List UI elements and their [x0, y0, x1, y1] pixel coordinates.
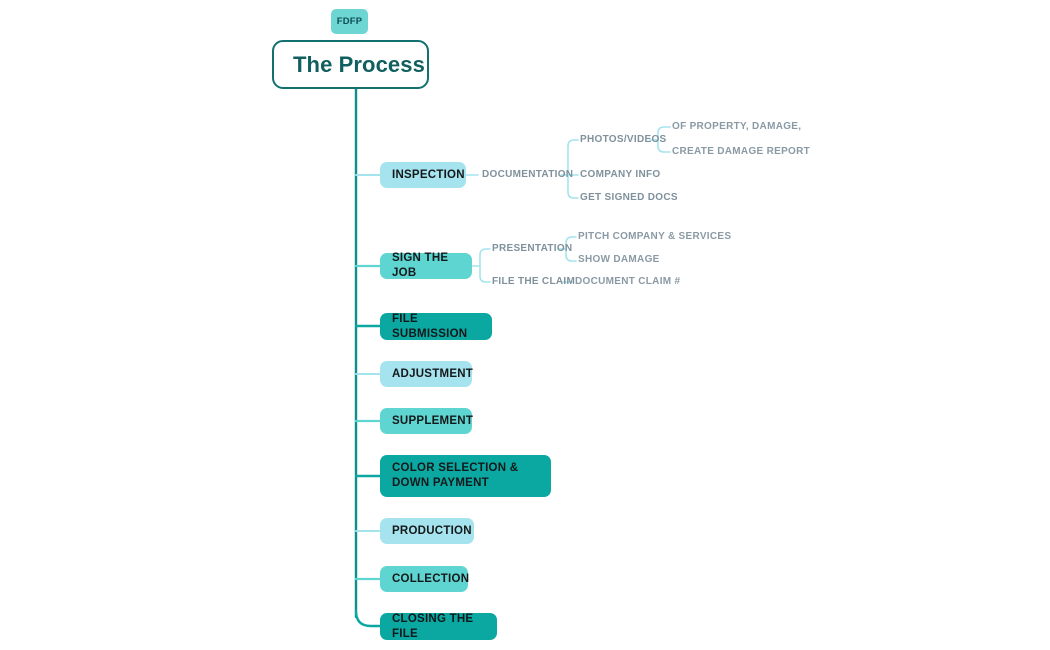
node-production[interactable]: PRODUCTION — [380, 518, 474, 544]
node-closing-the-file[interactable]: CLOSING THE FILE — [380, 613, 497, 640]
sub-show-damage[interactable]: SHOW DAMAGE — [578, 254, 660, 265]
node-file-submission[interactable]: FILE SUBMISSION — [380, 313, 492, 340]
node-production-label: PRODUCTION — [392, 524, 472, 537]
sub-presentation[interactable]: PRESENTATION — [492, 243, 573, 254]
node-inspection-label: INSPECTION — [392, 168, 465, 181]
node-color-selection-down-payment-label: COLOR SELECTION & DOWN PAYMENT — [392, 462, 519, 489]
connector-signthejob-branch-down — [479, 265, 491, 283]
node-supplement-label: SUPPLEMENT — [392, 414, 474, 427]
node-file-submission-label: FILE SUBMISSION — [392, 312, 468, 340]
sub-document-claim-number[interactable]: DOCUMENT CLAIM # — [575, 276, 681, 287]
sub-company-info[interactable]: COMPANY INFO — [580, 169, 661, 180]
sub-documentation[interactable]: DOCUMENTATION — [482, 169, 574, 180]
root-badge[interactable]: FDFP — [331, 9, 368, 34]
node-sign-the-job-label: SIGN THE JOB — [392, 252, 449, 279]
node-inspection[interactable]: INSPECTION — [380, 162, 466, 188]
sub-get-signed-docs[interactable]: GET SIGNED DOCS — [580, 192, 678, 203]
node-sign-the-job[interactable]: SIGN THE JOB — [380, 252, 472, 279]
sub-pitch-company-services[interactable]: PITCH COMPANY & SERVICES — [578, 231, 732, 242]
node-adjustment[interactable]: ADJUSTMENT — [380, 361, 474, 387]
connector-signthejob-branch-up — [479, 248, 491, 267]
node-adjustment-label: ADJUSTMENT — [392, 367, 474, 380]
sub-of-property-damage[interactable]: OF PROPERTY, DAMAGE, — [672, 121, 802, 132]
node-collection[interactable]: COLLECTION — [380, 566, 470, 592]
root-node-title[interactable]: The Process — [272, 40, 429, 89]
sub-photos-videos[interactable]: PHOTOS/VIDEOS — [580, 134, 667, 145]
node-supplement[interactable]: SUPPLEMENT — [380, 408, 474, 434]
sub-file-the-claim[interactable]: FILE THE CLAIM — [492, 276, 576, 287]
node-color-selection-down-payment[interactable]: COLOR SELECTION & DOWN PAYMENT — [380, 455, 551, 497]
sub-create-damage-report[interactable]: CREATE DAMAGE REPORT — [672, 146, 811, 157]
node-closing-the-file-label: CLOSING THE FILE — [392, 612, 474, 640]
connector-closing-the-file — [354, 609, 382, 628]
node-collection-label: COLLECTION — [392, 572, 470, 585]
